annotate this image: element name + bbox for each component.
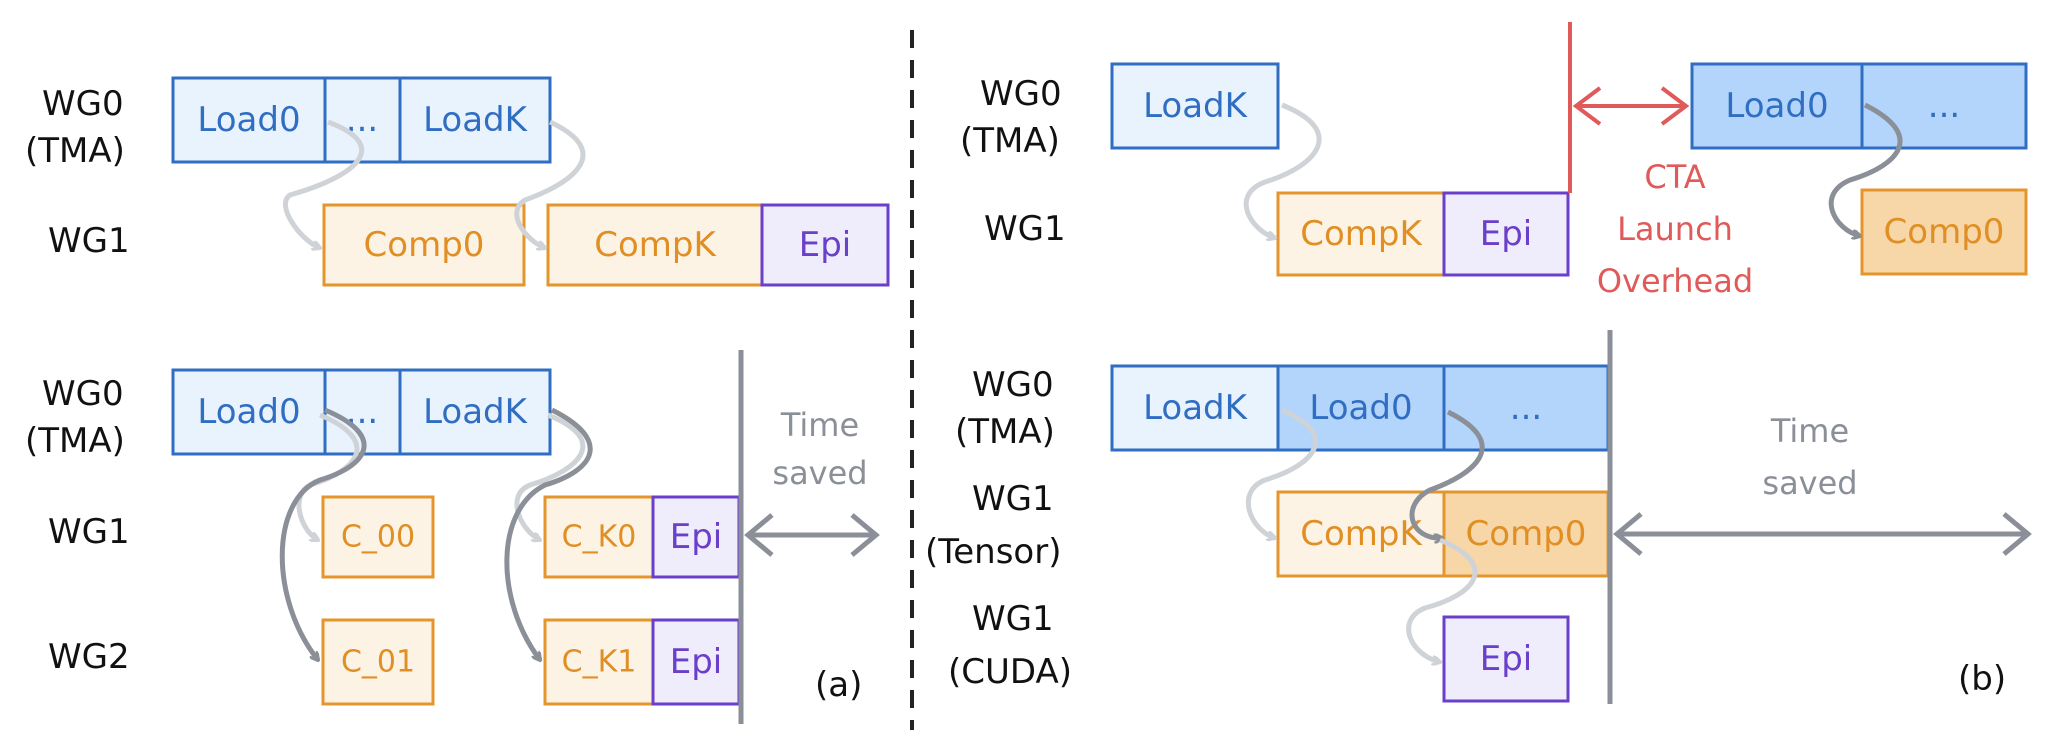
box-load0: Load0 xyxy=(171,76,327,164)
box-epi-wg1-label: Epi xyxy=(670,517,723,557)
caption-a: (a) xyxy=(815,665,862,705)
label-wg1-cuda: WG1 xyxy=(972,599,1054,639)
box-compk: CompK xyxy=(1276,490,1446,578)
box-loadk-label: LoadK xyxy=(1143,86,1249,126)
box-compk: CompK xyxy=(1276,191,1446,277)
label-wg1: WG1 xyxy=(48,512,130,552)
overhead-line1: CTA xyxy=(1644,158,1705,196)
time-saved-arrow-b xyxy=(1613,512,2032,556)
box-load0-label: Load0 xyxy=(197,392,300,432)
arrow-loadk-compk xyxy=(514,119,586,248)
panel-b-bottom: WG0 (TMA) WG1 (Tensor) WG1 (CUDA) LoadK … xyxy=(925,330,2032,704)
box-comp0: Comp0 xyxy=(1860,188,2028,276)
time-saved-line1: Time xyxy=(1770,412,1849,450)
box-c01: C_01 xyxy=(321,618,435,706)
time-saved-arrow-a xyxy=(744,513,880,557)
label-wg0-sub: (TMA) xyxy=(955,412,1055,452)
box-load0: Load0 xyxy=(171,368,327,456)
box-compk-label: CompK xyxy=(1300,514,1423,554)
arrow-loadk-ck1 xyxy=(504,407,593,660)
box-epi-label: Epi xyxy=(799,225,852,265)
label-wg0: WG0 xyxy=(972,365,1054,405)
box-epi: Epi xyxy=(760,203,890,287)
label-wg0: WG0 xyxy=(42,84,124,124)
box-dots-label: ... xyxy=(1928,86,1960,126)
box-epi: Epi xyxy=(1442,615,1570,703)
label-wg1: WG1 xyxy=(48,221,130,261)
arrow-compk-epi xyxy=(1406,537,1478,662)
box-loadk: LoadK xyxy=(1110,62,1280,150)
label-wg0-sub: (TMA) xyxy=(25,131,125,171)
label-wg1: WG1 xyxy=(984,209,1066,249)
box-load0-label: Load0 xyxy=(197,100,300,140)
box-comp0: Comp0 xyxy=(322,203,526,287)
panel-a-bottom: WG0 (TMA) WG1 WG2 Load0 ... LoadK C_00 C… xyxy=(25,350,880,724)
box-loadk-label: LoadK xyxy=(423,100,529,140)
box-epi-wg2-label: Epi xyxy=(670,642,723,682)
box-comp0-label: Comp0 xyxy=(1466,514,1587,554)
label-wg1-tensor-sub: (Tensor) xyxy=(925,532,1061,572)
box-compk-label: CompK xyxy=(594,225,717,265)
box-ck0-label: C_K0 xyxy=(562,520,637,555)
panel-a-top: WG0 (TMA) WG1 Load0 ... LoadK Comp0 Comp… xyxy=(25,76,890,287)
arrow-loadk-compk xyxy=(1245,407,1318,538)
label-wg0-sub: (TMA) xyxy=(25,421,125,461)
box-load0-label: Load0 xyxy=(1725,86,1828,126)
box-epi: Epi xyxy=(1442,191,1570,277)
box-ck0: C_K0 xyxy=(543,495,655,579)
box-compk-label: CompK xyxy=(1300,214,1423,254)
box-loadk: LoadK xyxy=(398,76,552,164)
arrow-loadk-compk xyxy=(1243,102,1322,238)
label-wg0-sub: (TMA) xyxy=(960,121,1060,161)
box-loadk: LoadK xyxy=(1110,364,1280,452)
arrow-load0-comp0 xyxy=(282,119,365,248)
box-loadk-label: LoadK xyxy=(423,392,529,432)
box-comp0: Comp0 xyxy=(1442,490,1610,578)
time-saved-line1: Time xyxy=(780,406,859,444)
box-loadk-label: LoadK xyxy=(1143,388,1249,428)
label-wg1-cuda-sub: (CUDA) xyxy=(948,652,1072,692)
box-ck1: C_K1 xyxy=(543,618,655,706)
overhead-arrow xyxy=(1572,86,1690,126)
label-wg2: WG2 xyxy=(48,637,130,677)
box-dots: ... xyxy=(1442,364,1610,452)
box-loadk: LoadK xyxy=(398,368,552,456)
box-load0-label: Load0 xyxy=(1309,388,1412,428)
overhead-line3: Overhead xyxy=(1597,262,1753,300)
box-epi-label: Epi xyxy=(1480,214,1533,254)
time-saved-line2: saved xyxy=(772,454,867,492)
box-comp0-label: Comp0 xyxy=(364,225,485,265)
arrow-load0-comp0 xyxy=(1409,409,1485,538)
label-wg1-tensor: WG1 xyxy=(972,479,1054,519)
box-c01-label: C_01 xyxy=(341,645,415,680)
overhead-line2: Launch xyxy=(1617,210,1733,248)
box-load0: Load0 xyxy=(1690,62,1864,150)
label-wg0: WG0 xyxy=(980,74,1062,114)
box-load0: Load0 xyxy=(1276,364,1446,452)
box-epi-wg2: Epi xyxy=(651,618,741,706)
caption-b: (b) xyxy=(1958,659,2006,699)
arrow-loadk-ck0 xyxy=(514,412,586,540)
box-dots-label: ... xyxy=(1510,388,1542,428)
box-dots: ... xyxy=(1860,62,2028,150)
box-c00: C_00 xyxy=(321,495,435,579)
panel-b-top: WG0 (TMA) WG1 LoadK CompK Epi Load0 ... … xyxy=(960,22,2028,300)
arrow-load0-comp0 xyxy=(1828,102,1903,236)
box-ck1-label: C_K1 xyxy=(562,645,637,680)
time-saved-line2: saved xyxy=(1762,464,1857,502)
arrow-load0-c01 xyxy=(279,407,367,660)
box-epi-label: Epi xyxy=(1480,639,1533,679)
box-compk: CompK xyxy=(546,203,764,287)
label-wg0: WG0 xyxy=(42,374,124,414)
box-epi-wg1: Epi xyxy=(651,495,741,579)
box-c00-label: C_00 xyxy=(341,520,415,555)
box-comp0-label: Comp0 xyxy=(1884,212,2005,252)
